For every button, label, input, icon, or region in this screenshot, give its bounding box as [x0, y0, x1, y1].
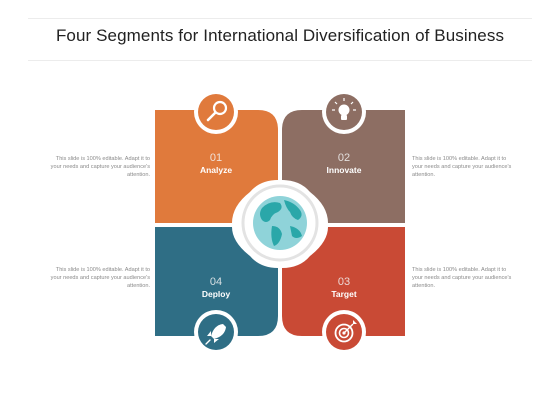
magnifier-icon	[194, 90, 238, 134]
segment-number-target: 03	[338, 276, 350, 288]
segment-innovate	[282, 110, 405, 223]
segment-label-deploy: Deploy	[202, 289, 231, 299]
rocket-icon	[194, 310, 238, 354]
description-bottom-right: This slide is 100% editable. Adapt it to…	[412, 267, 512, 289]
segment-analyze	[155, 110, 278, 223]
target-icon	[322, 310, 366, 354]
top-divider	[28, 18, 532, 19]
description-bottom-left: This slide is 100% editable. Adapt it to…	[50, 267, 150, 289]
segment-label-target: Target	[331, 289, 357, 299]
slide-title: Four Segments for International Diversif…	[55, 26, 505, 45]
description-top-right: This slide is 100% editable. Adapt it to…	[412, 156, 512, 178]
segment-deploy	[155, 227, 278, 336]
segment-number-innovate: 02	[338, 152, 350, 164]
globe-icon	[237, 180, 323, 266]
description-top-left: This slide is 100% editable. Adapt it to…	[50, 156, 150, 178]
segment-label-analyze: Analyze	[200, 165, 232, 175]
lightbulb-icon	[322, 90, 366, 134]
segment-number-deploy: 04	[210, 276, 222, 288]
segment-target	[282, 227, 405, 336]
segment-label-innovate: Innovate	[327, 165, 362, 175]
title-divider	[28, 60, 532, 61]
segment-number-analyze: 01	[210, 152, 222, 164]
